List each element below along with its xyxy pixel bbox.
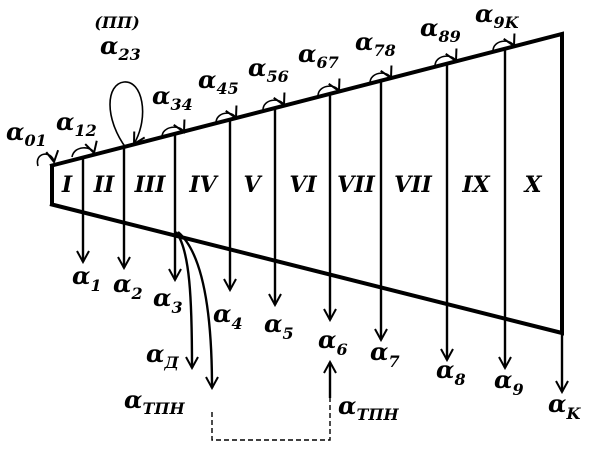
zone-label-6: VI xyxy=(289,172,317,198)
transfer-arcs xyxy=(36,41,514,167)
apparatus-body xyxy=(49,31,564,336)
branch-flow-d xyxy=(175,231,192,368)
zone-label-5: V xyxy=(243,172,262,198)
down-label-5: α5 xyxy=(264,309,294,343)
transfer-arc-78 xyxy=(369,73,391,84)
transfer-arc-89 xyxy=(434,56,456,67)
branch-flows xyxy=(175,231,331,441)
transfer-label-67: α67 xyxy=(298,39,339,72)
zone-label-2: II xyxy=(93,172,115,198)
transfer-arc-12 xyxy=(71,148,94,158)
down-label-9: α9 xyxy=(494,365,524,399)
transfer-arc-34 xyxy=(161,127,184,138)
transfer-arc-67 xyxy=(317,86,339,97)
down-label-k: αK xyxy=(548,389,581,423)
transfer-arc-9k xyxy=(492,41,514,52)
zone-label-4: IV xyxy=(188,172,218,198)
transfer-arc-45 xyxy=(215,113,236,124)
zone-label-1: I xyxy=(61,172,73,198)
transfer-arc-56 xyxy=(262,100,284,111)
down-label-8: α8 xyxy=(436,355,466,389)
branch-labels: αД αТПН αТПН xyxy=(124,339,399,424)
down-label-2: α2 xyxy=(113,269,143,303)
top-note: (ПП) xyxy=(94,13,139,32)
section-dividers xyxy=(83,50,562,392)
zone-labels: I II III IV V VI VII VII IX X xyxy=(61,172,543,198)
zone-label-10: X xyxy=(522,172,542,198)
transfer-label-9k: α9K xyxy=(475,0,520,32)
transfer-labels: α01 α12 α23 α34 α45 α56 α67 α78 α89 α9K xyxy=(6,0,520,150)
transfer-label-34: α34 xyxy=(152,81,193,114)
zone-label-9: IX xyxy=(461,172,490,198)
branch-label-tpn-in: αТПН xyxy=(338,391,399,424)
tpn-recycle-loop xyxy=(211,398,331,441)
transfer-arc-01 xyxy=(36,154,54,167)
transfer-label-56: α56 xyxy=(248,53,289,86)
transfer-label-89: α89 xyxy=(420,13,461,46)
transfer-label-23: α23 xyxy=(100,31,141,64)
down-label-1: α1 xyxy=(72,261,102,295)
transfer-arc-23 xyxy=(109,81,143,149)
down-label-7: α7 xyxy=(370,337,400,371)
down-label-4: α4 xyxy=(213,299,243,333)
transfer-label-78: α78 xyxy=(355,27,396,60)
down-label-3: α3 xyxy=(153,283,183,317)
zone-label-8: VII xyxy=(394,172,432,198)
zone-label-7: VII xyxy=(337,172,375,198)
transfer-label-12: α12 xyxy=(56,107,97,140)
down-labels: α1 α2 α3 α4 α5 α6 α7 α8 α9 αK xyxy=(72,261,581,423)
branch-label-d: αД xyxy=(146,339,179,372)
transfer-label-45: α45 xyxy=(198,65,239,98)
zone-label-3: III xyxy=(134,172,167,198)
branch-flow-tpn-out xyxy=(177,231,212,388)
branch-label-tpn-out: αТПН xyxy=(124,385,185,418)
down-label-6: α6 xyxy=(318,325,348,359)
transfer-label-01: α01 xyxy=(6,117,47,150)
